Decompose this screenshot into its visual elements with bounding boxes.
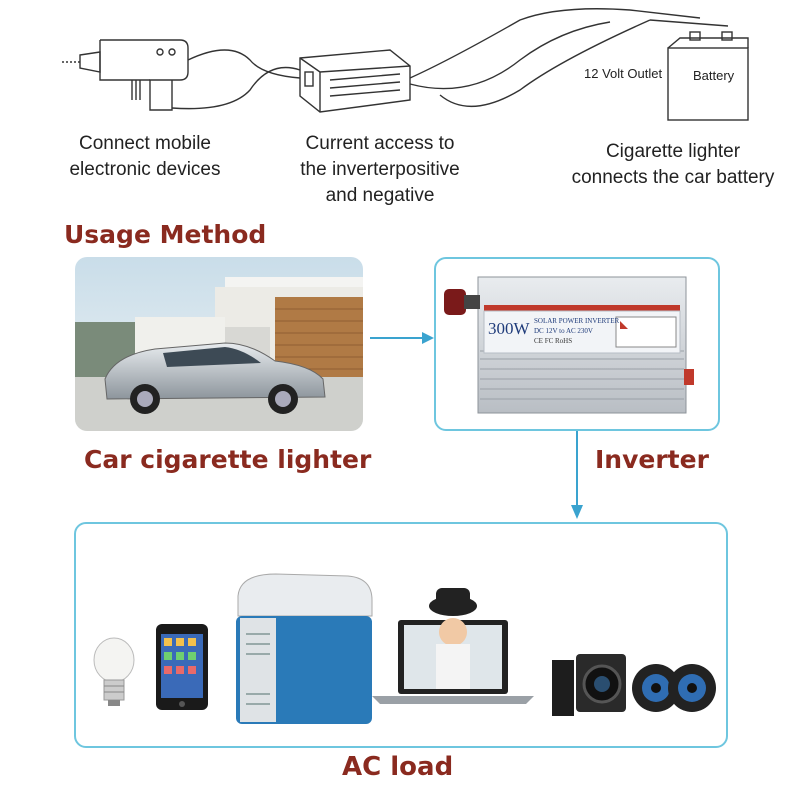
inverter-wattage: 300W (488, 319, 530, 338)
drill-icon (62, 39, 189, 111)
inverter-sketch-icon (299, 49, 411, 113)
battery-label: Battery (693, 68, 735, 83)
usage-method-title: Usage Method (64, 220, 267, 249)
inverter-icon (444, 276, 694, 414)
battery-icon (629, 9, 749, 121)
laptop-icon (372, 588, 534, 704)
bulb-icon (93, 637, 135, 706)
phone-icon (156, 624, 208, 710)
car-lighter-label: Car cigarette lighter (84, 445, 372, 474)
cooler-icon (236, 573, 373, 724)
inverter-line3: CE FC RoHS (534, 337, 573, 345)
caption-lighter: Cigarette lighter connects the car batte… (571, 141, 775, 188)
arrow-car-to-inverter (370, 332, 434, 344)
outlet-label: 12 Volt Outlet (584, 66, 662, 81)
camera-icon (552, 654, 626, 716)
car-icon (75, 257, 363, 431)
caption-current: Current access to the inverterpositive a… (300, 133, 460, 206)
ac-load-panel (74, 522, 728, 748)
inverter-panel: 300W SOLAR POWER INVERTER DC 12V to AC 2… (434, 257, 720, 431)
inverter-line1: SOLAR POWER INVERTER (534, 317, 620, 325)
wiring-sketch: 12 Volt Outlet Battery (62, 8, 749, 121)
inverter-label: Inverter (595, 445, 709, 474)
ac-load-label: AC load (342, 752, 454, 782)
caption-devices: Connect mobile electronic devices (69, 133, 221, 180)
car-photo (75, 257, 363, 431)
speakers-icon (632, 664, 716, 712)
arrow-inverter-to-load (571, 431, 583, 519)
inverter-line2: DC 12V to AC 230V (534, 327, 593, 335)
